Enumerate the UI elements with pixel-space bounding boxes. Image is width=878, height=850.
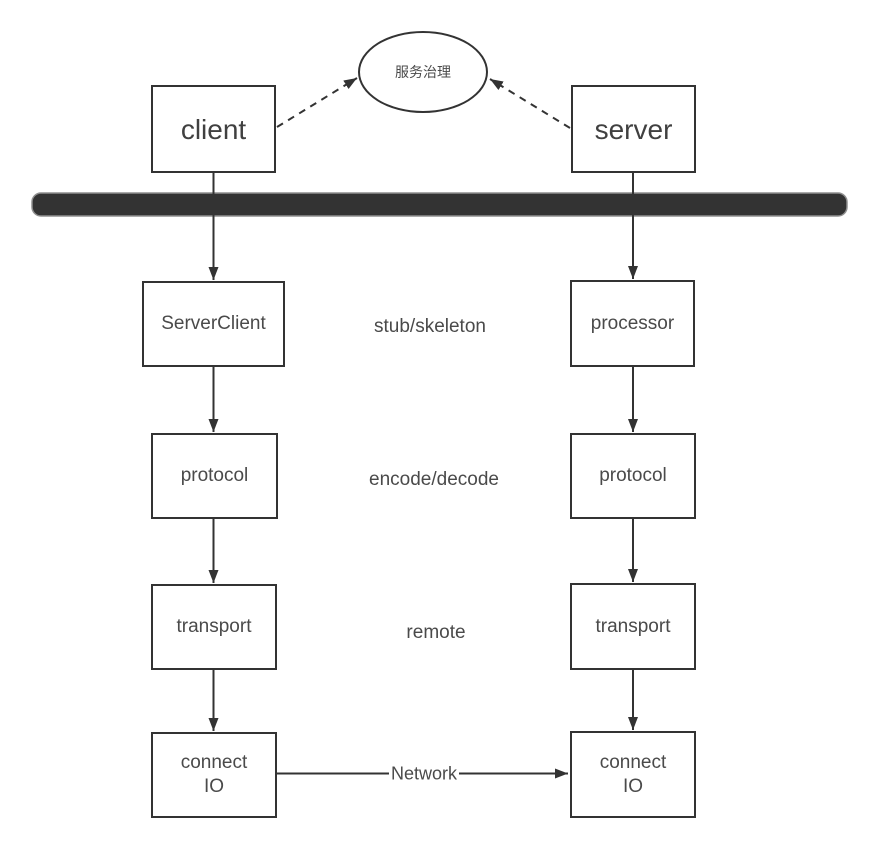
protocol-left-box: protocol bbox=[151, 433, 278, 519]
client-to-governance-dashed-arrow bbox=[276, 77, 358, 128]
service-governance-node: 服务治理 bbox=[358, 31, 488, 113]
connect-io-left-label: connect IO bbox=[180, 752, 248, 797]
server-to-governance-dashed-arrow bbox=[489, 78, 571, 129]
server-box: server bbox=[571, 85, 696, 173]
network-annotation: Network bbox=[388, 763, 460, 785]
connect-io-right-box: connect IO bbox=[570, 731, 696, 818]
client-box: client bbox=[151, 85, 276, 173]
protocol-right-label: protocol bbox=[599, 465, 667, 487]
transport-left-box: transport bbox=[151, 584, 277, 670]
processor-label: processor bbox=[590, 312, 675, 334]
transport-right-label: transport bbox=[595, 615, 671, 637]
processor-box: processor bbox=[570, 280, 695, 367]
transport-right-box: transport bbox=[570, 583, 696, 670]
remote-annotation: remote bbox=[406, 622, 466, 643]
bus-bar bbox=[31, 192, 848, 217]
stub-skeleton-annotation: stub/skeleton bbox=[374, 316, 486, 337]
protocol-right-box: protocol bbox=[570, 433, 696, 519]
server-label: server bbox=[594, 113, 673, 145]
transport-left-label: transport bbox=[176, 616, 252, 638]
client-label: client bbox=[180, 113, 247, 145]
protocol-left-label: protocol bbox=[180, 465, 249, 487]
connect-io-left-box: connect IO bbox=[151, 732, 277, 818]
serverclient-label: ServerClient bbox=[161, 313, 266, 335]
encode-decode-annotation: encode/decode bbox=[369, 469, 499, 490]
serverclient-box: ServerClient bbox=[142, 281, 285, 367]
service-governance-label: 服务治理 bbox=[395, 64, 451, 80]
connect-io-right-label: connect IO bbox=[599, 751, 667, 797]
